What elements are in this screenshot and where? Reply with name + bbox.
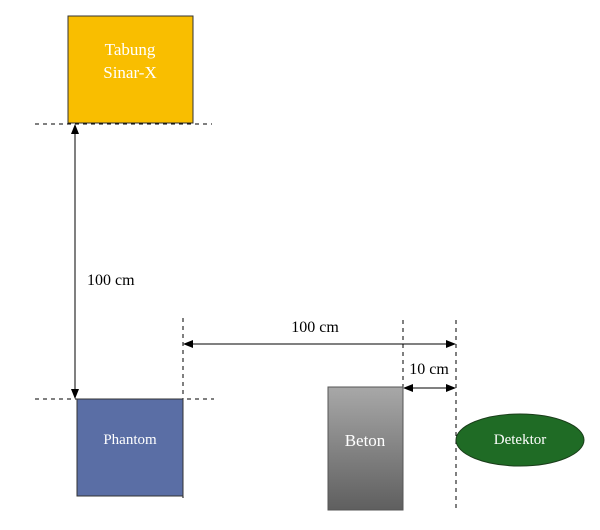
vertical-distance-label: 100 cm xyxy=(87,272,135,289)
phantom-box xyxy=(76,398,184,497)
detector-ellipse xyxy=(455,413,585,467)
xray-tube-box xyxy=(67,15,194,124)
phantom-label: Phantom xyxy=(103,432,157,448)
horizontal-distance-label: 100 cm xyxy=(291,319,339,336)
concrete-block xyxy=(327,386,404,511)
gap-distance-label: 10 cm xyxy=(409,361,449,378)
detector-label: Detektor xyxy=(494,432,546,448)
xray-tube-label-line2: Sinar-X xyxy=(103,63,156,82)
concrete-label: Beton xyxy=(345,431,386,450)
xray-tube-label-line1: Tabung xyxy=(105,40,156,59)
